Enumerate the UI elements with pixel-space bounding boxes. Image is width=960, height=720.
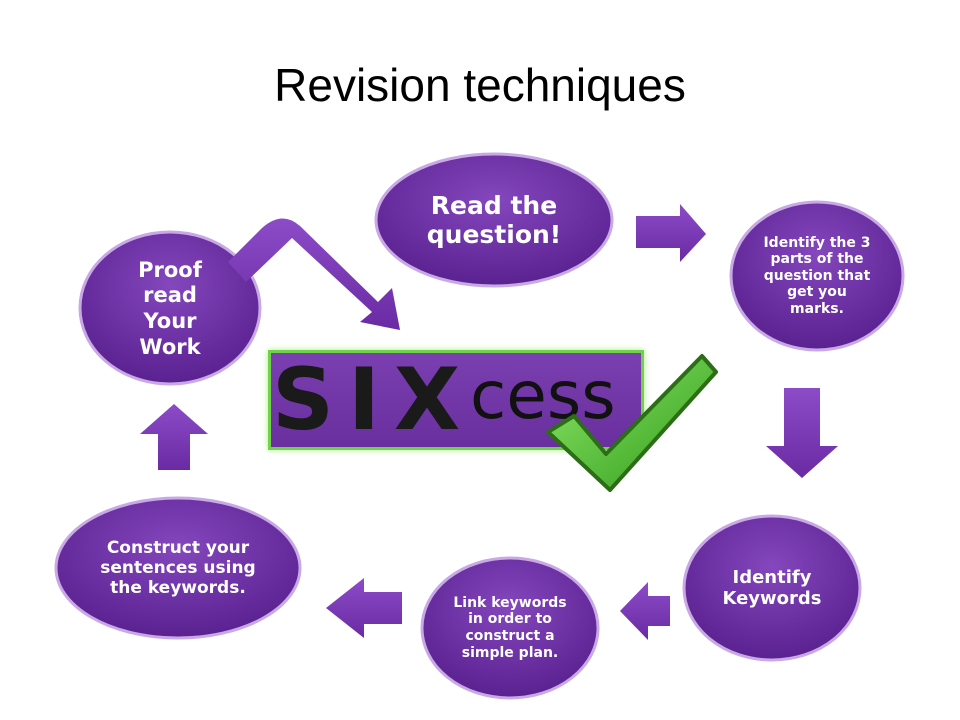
arrow-left-icon-2 — [326, 578, 402, 638]
node-line: parts of the — [770, 251, 864, 268]
arrow-right-icon — [636, 204, 706, 262]
node-line: question that — [763, 267, 871, 284]
node-construct-sentences-shape — [54, 496, 302, 640]
node-line: get you — [787, 284, 847, 301]
node-line: Identify — [732, 566, 812, 588]
node-line: the keywords. — [110, 578, 246, 599]
node-line: sentences using — [100, 557, 256, 578]
node-line: Work — [139, 334, 201, 359]
node-line: Proof — [138, 257, 202, 282]
arrow-up-icon — [140, 404, 208, 470]
node-line: question! — [426, 220, 562, 249]
node-line: construct a — [465, 628, 555, 644]
node-line: simple plan. — [461, 644, 559, 661]
node-read-question-shape — [374, 152, 614, 288]
node-line: Construct your — [106, 537, 250, 558]
center-cess-text: cess — [470, 357, 616, 434]
node-identify-parts-shape — [729, 200, 905, 352]
node-link-keywords-shape — [420, 556, 600, 700]
arrow-down-icon — [766, 388, 838, 478]
node-line: read — [143, 283, 197, 308]
node-line: Identify the 3 — [763, 234, 871, 251]
node-line: in order to — [468, 611, 552, 628]
center-six-text: SIX — [272, 350, 475, 450]
curved-arrow-icon — [228, 218, 400, 330]
node-line: Your — [143, 309, 197, 333]
node-proof-read-shape — [78, 230, 262, 386]
page-title: Revision techniques — [274, 59, 686, 111]
node-line: Keywords — [722, 588, 822, 609]
checkmark-icon — [546, 354, 718, 492]
node-line: Read the — [430, 190, 558, 220]
node-line: marks. — [790, 300, 844, 317]
arrow-left-icon — [620, 582, 670, 640]
node-line: Link keywords — [453, 594, 567, 611]
node-identify-keywords-shape — [682, 514, 862, 662]
